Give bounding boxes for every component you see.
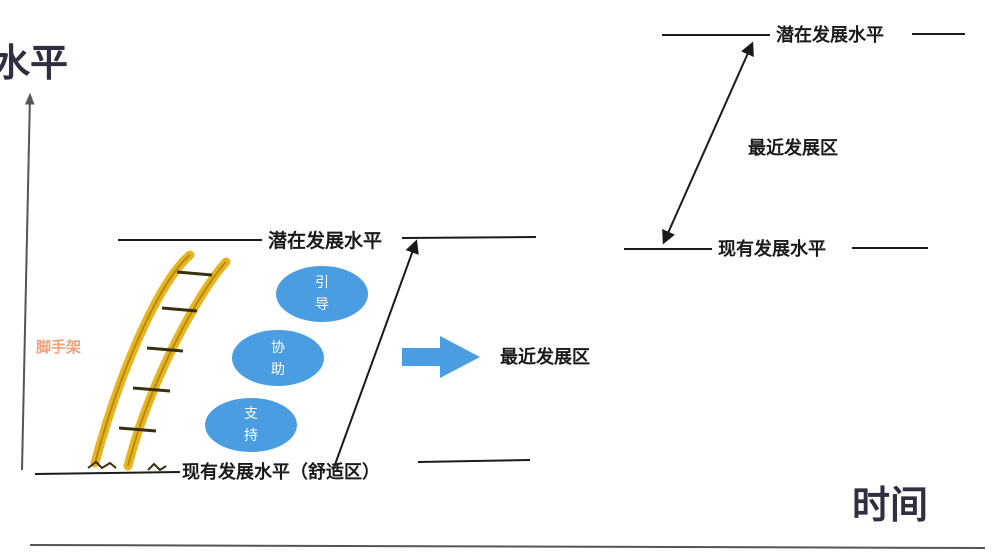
x-axis-title: 时间 [852,483,928,527]
x-axis [29,544,986,549]
bubble-assist: 协 助 [232,330,324,386]
bubble-support-line2: 持 [244,428,258,444]
left-growth-arrow [332,239,419,471]
left-zpd-label: 最近发展区 [500,346,590,368]
bubble-support-line1: 支 [244,406,258,422]
right-current-label: 现有发展水平 [718,238,826,260]
bubble-support: 支 持 [205,398,297,452]
block-arrow-icon [402,336,480,378]
left-current-line-b [417,459,531,463]
bubble-guide-line2: 导 [315,297,329,313]
right-potential-label: 潜在发展水平 [776,24,884,46]
bubble-guide: 引 导 [276,266,368,322]
bubble-assist-line1: 协 [271,340,285,356]
bubble-assist-line2: 助 [271,362,285,378]
right-zpd-label: 最近发展区 [748,137,838,159]
left-current-label: 现有发展水平（舒适区） [182,461,380,483]
scaffold-label: 脚手架 [36,338,81,356]
left-current-line-a [34,471,181,475]
right-zpd-arrow [662,41,754,245]
bubble-guide-line1: 引 [315,275,329,291]
left-potential-label: 潜在发展水平 [268,229,382,252]
y-axis [21,92,35,471]
left-potential-line-b [401,236,537,239]
y-axis-title: 水平 [0,41,68,85]
ladder-icon [87,250,231,472]
